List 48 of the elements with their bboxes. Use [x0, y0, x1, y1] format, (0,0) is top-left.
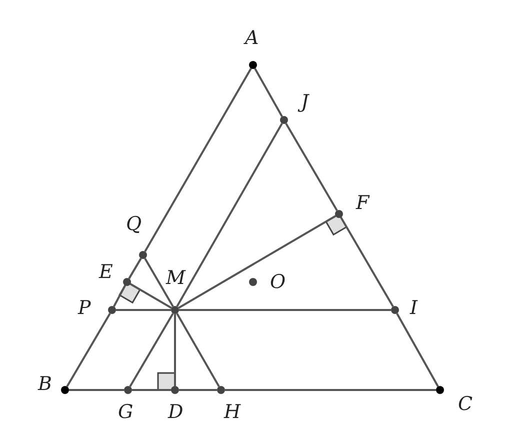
- point: [249, 61, 257, 69]
- point: [139, 251, 147, 259]
- line-segment: [176, 312, 220, 388]
- point: [123, 278, 131, 286]
- line-segment: [130, 283, 172, 309]
- line-segment: [179, 389, 217, 391]
- line-segment: [178, 215, 336, 309]
- point: [249, 278, 257, 286]
- line-segment: [132, 389, 171, 391]
- point-label: I: [410, 298, 418, 318]
- point: [171, 306, 179, 314]
- point-label: Q: [126, 214, 142, 234]
- line-segment: [179, 309, 391, 311]
- point-label: O: [270, 272, 286, 292]
- line-segment: [69, 389, 124, 391]
- point: [391, 306, 399, 314]
- point-label: B: [38, 374, 52, 394]
- point-label: F: [356, 193, 370, 213]
- line-segment: [176, 122, 283, 308]
- point: [61, 386, 69, 394]
- line-segment: [285, 122, 338, 212]
- point-label: P: [78, 298, 91, 318]
- point: [335, 210, 343, 218]
- point-label: C: [458, 394, 473, 414]
- line-segment: [129, 312, 174, 388]
- point-label: H: [224, 402, 241, 422]
- line-segment: [174, 314, 176, 386]
- line-segment: [254, 68, 283, 117]
- point-label: G: [118, 402, 134, 422]
- point: [217, 386, 225, 394]
- line-segment: [66, 312, 111, 388]
- point: [436, 386, 444, 394]
- line-segment: [340, 216, 394, 308]
- line-segment: [144, 68, 252, 252]
- point-label: E: [99, 262, 113, 282]
- line-segment: [144, 258, 174, 308]
- point: [124, 386, 132, 394]
- line-segment: [396, 313, 439, 387]
- point-label: M: [166, 268, 186, 288]
- point-label: D: [168, 402, 184, 422]
- point: [280, 116, 288, 124]
- line-segment: [128, 258, 142, 280]
- line-segment: [113, 285, 126, 307]
- point-label: A: [245, 28, 259, 48]
- line-segment: [116, 309, 171, 311]
- point: [171, 386, 179, 394]
- point: [108, 306, 116, 314]
- line-segment: [225, 389, 436, 391]
